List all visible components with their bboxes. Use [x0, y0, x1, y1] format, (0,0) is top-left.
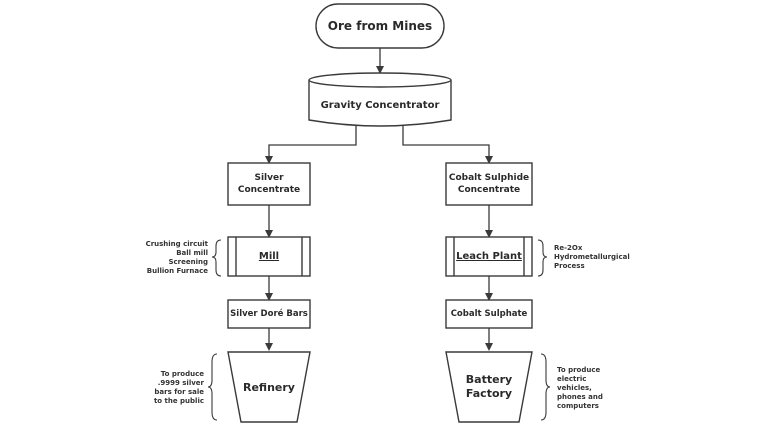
ore-terminal-shape	[315, 3, 445, 49]
leach-process-note: Re-2Ox Hydrometallurgical Process	[554, 244, 664, 271]
mill-note-brace	[211, 239, 222, 277]
silver-concentrate-label: Silver Concentrate	[228, 163, 310, 205]
cobalt-sulphate-label: Cobalt Sulphate	[450, 309, 528, 319]
silver-concentrate-box	[227, 162, 311, 206]
leach-note-line-3: Process	[554, 262, 585, 270]
battery-factory-line-2: Factory	[465, 387, 513, 400]
mill-steps-note: Crushing circuit Ball mill Screening Bul…	[120, 240, 208, 276]
refinery-note-line-2: .9999 silver	[157, 379, 204, 387]
refinery-trapezoid	[227, 351, 311, 423]
leach-note-line-2: Hydrometallurgical	[554, 253, 630, 261]
silver-dore-bars-label: Silver Doré Bars	[230, 309, 308, 319]
gravity-cylinder-shape	[308, 80, 452, 127]
connector-gravity-to-silver	[265, 126, 357, 164]
gravity-concentrator-label: Gravity Concentrator	[320, 99, 440, 111]
refinery-note-line-4: to the public	[153, 397, 204, 405]
battery-trapezoid	[445, 351, 533, 423]
refinery-label: Refinery	[243, 380, 295, 394]
mill-box	[227, 236, 311, 277]
leach-note-brace	[537, 239, 548, 277]
battery-note-line-2: electric	[557, 375, 587, 383]
leach-note-line-1: Re-2Ox	[554, 244, 583, 252]
refinery-note-brace	[207, 353, 218, 421]
battery-note: To produce electric vehicles, phones and…	[557, 366, 647, 411]
cobalt-concentrate-line-2: Concentrate	[457, 185, 521, 195]
battery-note-brace	[540, 353, 551, 421]
cobalt-concentrate-line-1: Cobalt Sulphide	[448, 173, 530, 183]
mill-label: Mill	[258, 251, 280, 262]
battery-note-line-4: phones and	[557, 393, 603, 401]
battery-factory-label: Battery Factory	[446, 352, 532, 422]
leach-plant-label: Leach Plant	[456, 251, 522, 262]
leach-box	[445, 236, 533, 277]
ore-from-mines-label: Ore from Mines	[327, 19, 433, 33]
connector-gravity-to-cobalt	[402, 126, 493, 164]
mill-step-furnace: Bullion Furnace	[146, 267, 208, 275]
cobalt-concentrate-label: Cobalt Sulphide Concentrate	[446, 163, 532, 205]
battery-factory-line-1: Battery	[465, 373, 513, 386]
battery-note-line-5: computers	[557, 402, 599, 410]
battery-note-line-3: vehicles,	[557, 384, 592, 392]
mill-step-screening: Screening	[168, 258, 208, 266]
mill-step-ball-mill: Ball mill	[176, 249, 208, 257]
refinery-note-line-3: bars for sale	[154, 388, 204, 396]
cobalt-concentrate-box	[445, 162, 533, 206]
refinery-note-line-1: To produce	[160, 370, 204, 378]
silver-concentrate-line-2: Concentrate	[237, 185, 301, 195]
silver-bars-box	[227, 299, 311, 329]
refinery-note: To produce .9999 silver bars for sale to…	[130, 370, 204, 406]
cobalt-sulphate-box	[445, 299, 533, 329]
silver-concentrate-line-1: Silver	[254, 173, 284, 183]
gravity-cylinder-top	[308, 72, 452, 88]
mill-step-crushing: Crushing circuit	[145, 240, 208, 248]
battery-note-line-1: To produce	[557, 366, 601, 374]
